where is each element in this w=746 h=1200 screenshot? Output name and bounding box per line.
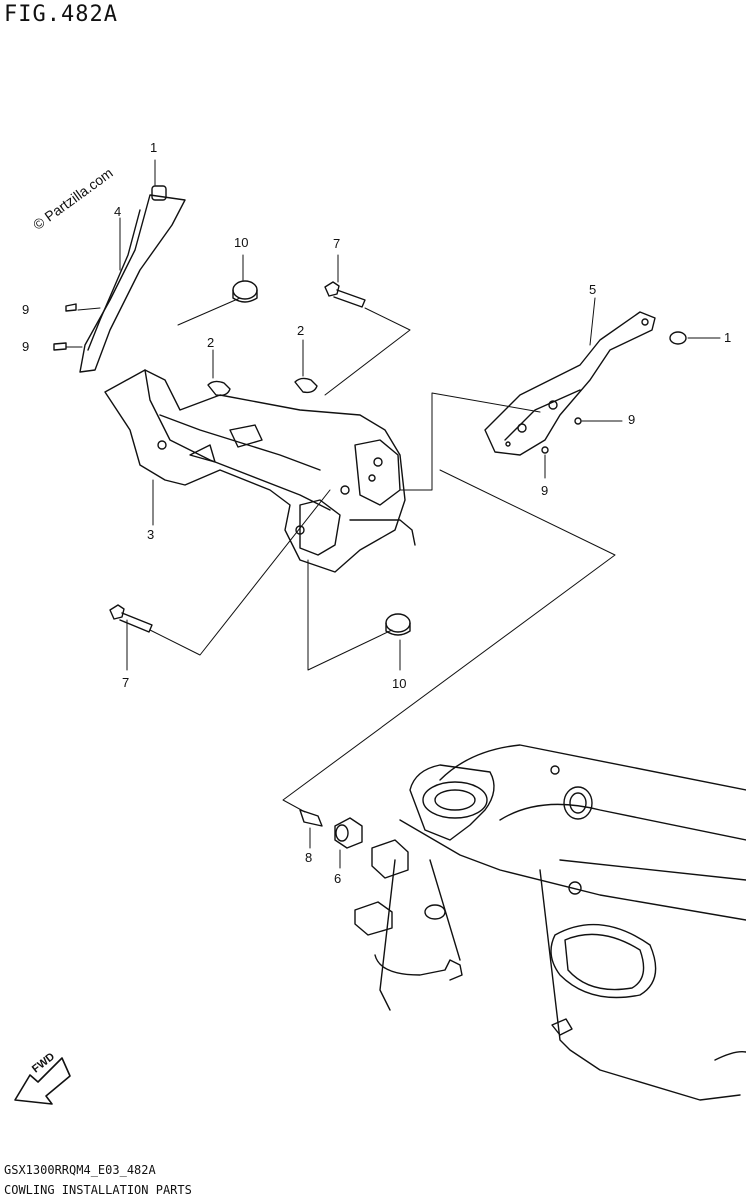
- model-code: GSX1300RRQM4_E03_482A: [4, 1163, 156, 1177]
- callout-9-b: 9: [22, 339, 30, 354]
- callout-8: 8: [305, 850, 313, 865]
- callout-4: 4: [114, 204, 122, 219]
- figure-title: FIG.482A: [4, 2, 118, 27]
- callout-9-c: 9: [628, 412, 636, 427]
- callout-2-left: 2: [207, 335, 215, 350]
- frame-section: [374, 744, 746, 1101]
- part-9-screws: [53, 303, 582, 454]
- leader-lines: [65, 159, 721, 869]
- callout-7-bottom: 7: [122, 675, 130, 690]
- part-10-cushions: [232, 280, 411, 636]
- callout-10-top: 10: [234, 235, 249, 250]
- callout-1-top: 1: [150, 140, 158, 155]
- part-2-grommets: [207, 377, 318, 397]
- part-6-bush: [334, 817, 446, 936]
- part-4-side-bracket: [79, 185, 186, 373]
- callout-6: 6: [334, 871, 342, 886]
- part-1-grommet-right: [669, 331, 687, 345]
- part-1-grommet-top: [151, 185, 167, 201]
- callout-10-bottom: 10: [392, 676, 407, 691]
- figure-caption: COWLING INSTALLATION PARTS: [4, 1183, 192, 1197]
- part-3-cowling-stay: [104, 369, 416, 573]
- part-8-collar: [299, 809, 323, 827]
- callout-1-right: 1: [724, 330, 732, 345]
- callout-7-top: 7: [333, 236, 341, 251]
- callout-2-right: 2: [297, 323, 305, 338]
- part-7-bolts: [109, 281, 366, 633]
- fwd-arrow-icon: [14, 1057, 71, 1105]
- callout-3: 3: [147, 527, 155, 542]
- part-5-bracket: [484, 311, 656, 456]
- callout-5: 5: [589, 282, 597, 297]
- callout-9-d: 9: [541, 483, 549, 498]
- callout-9-a: 9: [22, 302, 30, 317]
